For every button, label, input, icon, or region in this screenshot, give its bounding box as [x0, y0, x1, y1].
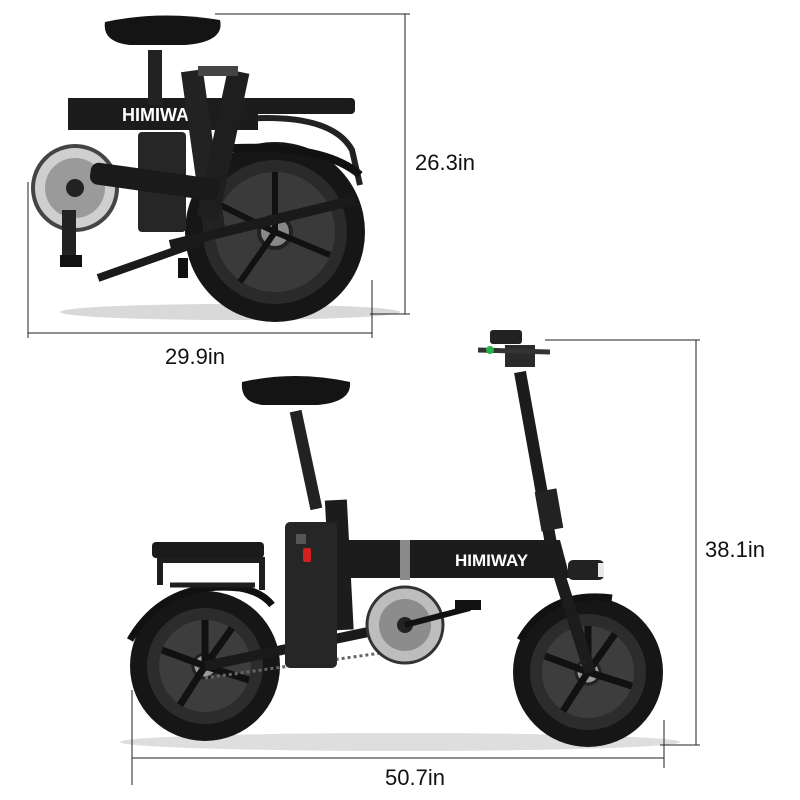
folded-dimension-lines	[27, 13, 410, 338]
folded-bike: HIMIWA	[31, 15, 400, 322]
unfolded-bike: HIMIWAY	[120, 330, 680, 751]
rear-rack	[157, 557, 265, 590]
chainring	[365, 585, 481, 665]
unfolded-length-label: 50.7in	[385, 765, 445, 790]
handlebar	[477, 330, 551, 367]
rear-seat	[152, 542, 264, 558]
folded-height-label: 26.3in	[415, 150, 475, 175]
saddle	[241, 376, 351, 405]
battery	[285, 522, 337, 668]
headlight	[568, 560, 604, 580]
folded-length-label: 29.9in	[165, 344, 225, 369]
unfolded-dimension-lines	[131, 339, 700, 785]
folded-rear-seat	[240, 98, 355, 114]
folded-saddle	[104, 15, 221, 46]
unfolded-shadow	[120, 733, 680, 751]
pedal	[455, 600, 481, 610]
front-fork	[547, 553, 596, 674]
unfolded-height-label: 38.1in	[705, 537, 765, 562]
folded-brand-label: HIMIWA	[122, 105, 189, 125]
frame-brand-label: HIMIWAY	[455, 551, 529, 570]
folded-pedal	[60, 255, 82, 267]
folded-wheel	[185, 142, 365, 322]
battery-indicator	[303, 548, 311, 562]
seat-post	[289, 409, 323, 511]
front-mudguard	[516, 593, 613, 642]
